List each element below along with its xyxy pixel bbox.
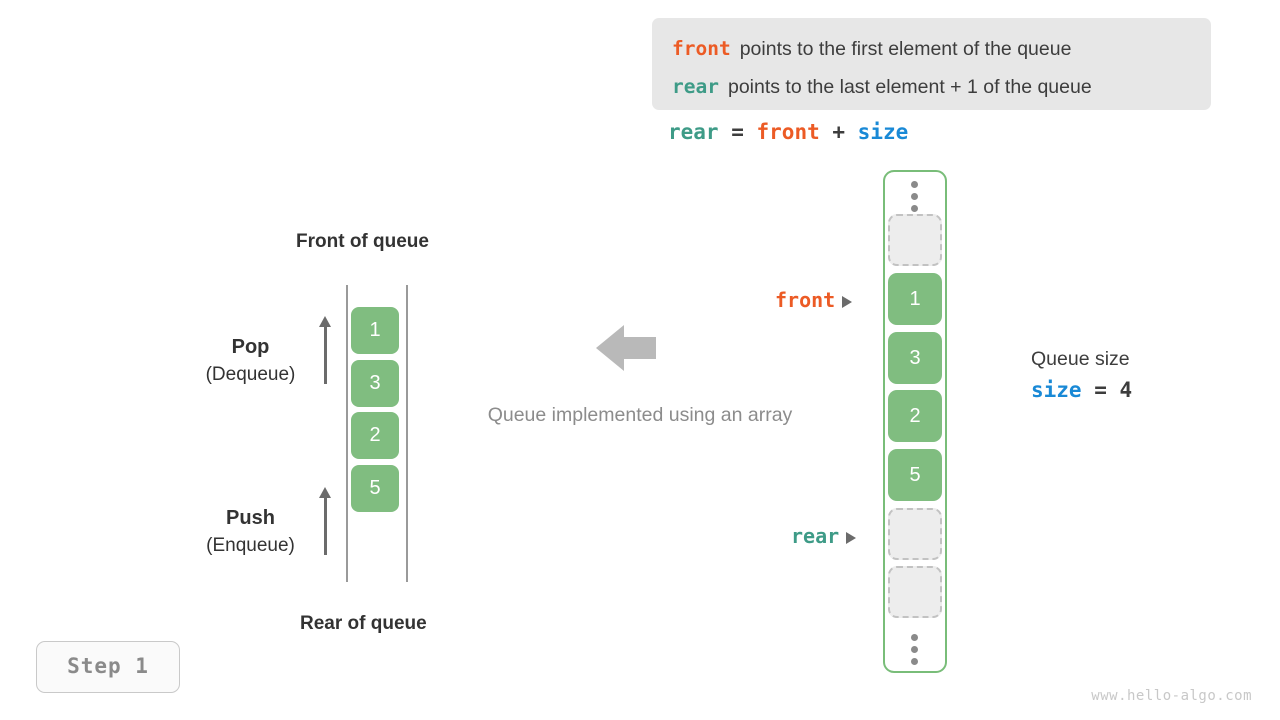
queue-size-expression: size = 4 [1031,374,1132,406]
queue-rail-left [346,285,348,582]
rear-keyword: rear [672,75,719,98]
push-subtitle: (Enqueue) [206,535,295,556]
size-value: = 4 [1081,378,1133,402]
legend-line-rear: rear points to the last element + 1 of th… [672,68,1191,106]
pop-title: Pop [231,336,270,358]
step-badge: Step 1 [36,641,180,693]
queue-rail-right [406,285,408,582]
pop-label-group: Pop (Dequeue) [188,334,313,388]
array-cell-empty [888,566,942,618]
formula-plus: + [819,120,858,144]
queue-cell: 3 [351,360,399,407]
rear-pointer-label: rear [791,524,840,548]
legend-front-text: points to the first element of the queue [739,38,1072,60]
front-pointer: front [775,288,853,312]
vertical-ellipsis-icon-top [911,181,919,217]
array-cell: 2 [888,390,942,442]
queue-cell: 2 [351,412,399,459]
size-keyword: size [1031,378,1082,402]
push-arrow-icon [318,487,332,555]
array-cell: 3 [888,332,942,384]
array-cell: 1 [888,273,942,325]
legend-line-front: front points to the first element of the … [672,30,1191,68]
pointer-arrow-icon [846,531,857,544]
array-cell-empty [888,508,942,560]
formula-rear-equals-front-plus-size: rear = front + size [668,120,908,144]
array-container [883,170,947,673]
queue-size-note: Queue size size = 4 [1031,344,1132,406]
pointer-arrow-icon [842,295,853,308]
watermark: www.hello-algo.com [1091,688,1252,704]
queue-size-title: Queue size [1031,348,1130,370]
pop-subtitle: (Dequeue) [205,364,296,385]
rear-pointer: rear [791,524,857,548]
pop-arrow-icon [318,316,332,384]
front-pointer-label: front [775,288,836,312]
queue-cell: 1 [351,307,399,354]
array-cell-empty [888,214,942,266]
array-cell: 5 [888,449,942,501]
front-keyword: front [672,37,731,60]
formula-size: size [857,120,909,144]
vertical-ellipsis-icon-bottom [911,634,919,670]
push-label-group: Push (Enqueue) [188,505,313,559]
formula-front: front [756,120,820,144]
arrow-left-icon [596,325,656,371]
queue-cell: 5 [351,465,399,512]
middle-caption: Queue implemented using an array [487,404,793,426]
formula-equals: = [718,120,757,144]
formula-rear: rear [668,120,719,144]
push-title: Push [226,507,275,529]
legend-rear-text: points to the last element + 1 of the qu… [727,76,1092,98]
legend-box: front points to the first element of the … [652,18,1211,110]
rear-of-queue-label: Rear of queue [300,613,427,634]
front-of-queue-label: Front of queue [296,231,429,252]
